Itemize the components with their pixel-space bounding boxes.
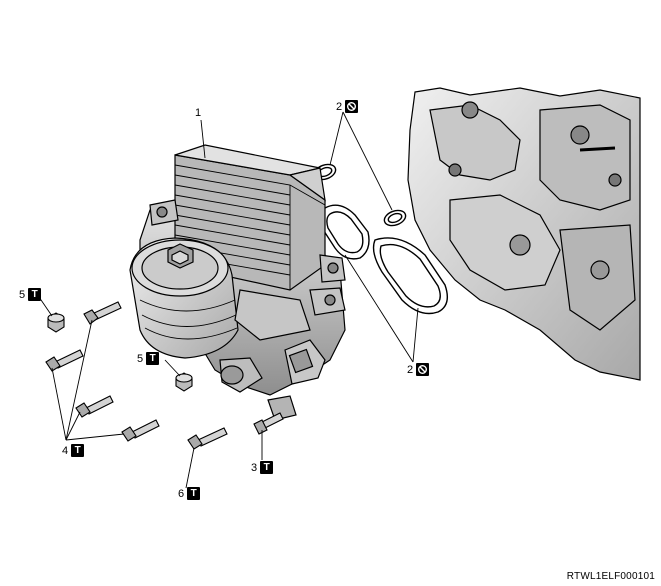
callout-number: 5 [137,352,144,365]
callout-number: 3 [251,461,258,474]
bolt-4-upper [83,301,122,325]
callout-3: 3 T [251,461,274,474]
torque-icon: T [71,444,85,457]
bolt-5-middle [175,372,193,392]
callout-2-bottom: 2 [407,363,430,376]
bolt-5-left [47,312,65,333]
figure-code: RTWL1ELF000101 [566,571,655,582]
bolt-3 [253,412,284,435]
torque-icon: T [260,461,274,474]
callout-number: 1 [195,107,202,119]
callout-number: 2 [336,100,343,113]
callout-number: 6 [178,487,185,500]
callout-6: 6 T [178,487,201,500]
bolt-6 [187,427,228,450]
torque-icon: T [187,487,201,500]
bolt-4-a [45,349,84,372]
leader-lines [38,111,419,489]
bolt-4-c [121,419,160,442]
oil-cooler-assembly [129,144,346,421]
callout-number: 2 [407,363,414,376]
callout-1: 1 [195,107,201,119]
prohibited-icon [345,100,359,113]
callout-number: 5 [19,288,26,301]
engine-block [407,87,641,381]
torque-icon: T [28,288,42,301]
callout-number: 4 [62,444,69,457]
callout-2-top: 2 [336,100,359,113]
torque-icon: T [146,352,160,365]
callout-4: 4 T [62,444,85,457]
bolts [45,301,284,450]
prohibited-icon [416,363,430,376]
callout-5-middle: 5 T [137,352,160,365]
callout-5-left: 5 T [19,288,42,301]
bolt-4-b [75,395,114,418]
